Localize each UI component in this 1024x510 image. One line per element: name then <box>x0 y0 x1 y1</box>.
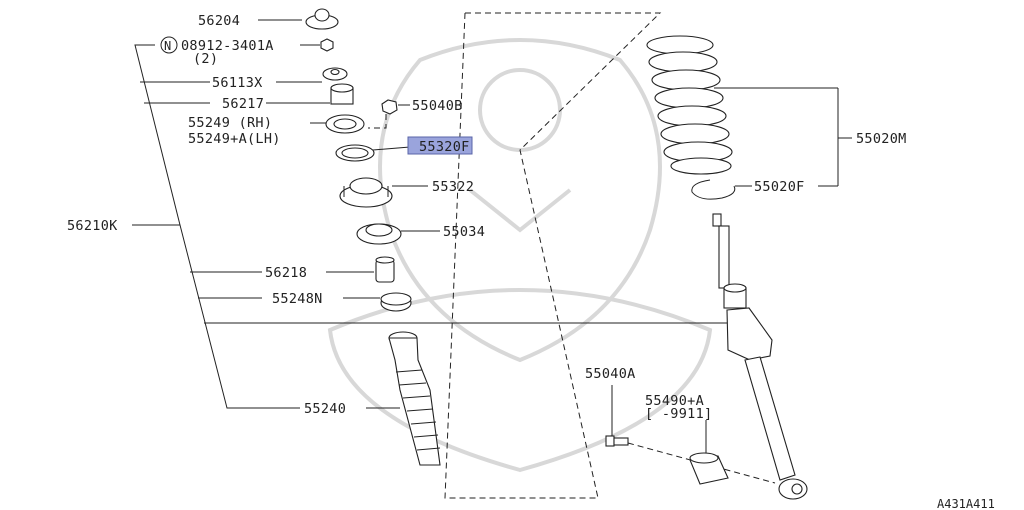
part-56204-cap <box>258 8 339 30</box>
part-55040a-bolt <box>605 385 776 484</box>
part-55240-boot <box>366 331 441 466</box>
label-56217: 56217 <box>222 96 264 112</box>
label-55248n: 55248N <box>272 291 323 307</box>
part-55040b-nut <box>368 99 410 129</box>
label-55320f[interactable]: 55320F <box>419 139 470 155</box>
label-55249-lh: 55249+A(LH) <box>188 131 281 147</box>
label-55490-range: [ -9911] <box>645 406 712 422</box>
part-55322-mount <box>339 177 428 208</box>
assembly-bracket-56210k <box>132 44 730 409</box>
part-56218-bumper <box>326 256 395 283</box>
label-55020f: 55020F <box>754 179 805 195</box>
label-56218: 56218 <box>265 265 307 281</box>
label-56204: 56204 <box>198 13 240 29</box>
part-55248n-stopper <box>343 292 412 312</box>
part-55020m-spring <box>646 35 852 186</box>
label-56113x: 56113X <box>212 75 263 91</box>
figure-code: A431A411 <box>937 497 995 510</box>
label-55040a: 55040A <box>585 366 636 382</box>
part-08912-nut <box>300 38 334 52</box>
part-55249-seat <box>310 114 365 134</box>
part-55320f-ring <box>335 144 411 162</box>
highlight-55320f[interactable] <box>407 136 473 155</box>
label-08912-3401a: 08912-3401A <box>181 38 274 54</box>
part-56217-bushing <box>266 83 354 105</box>
label-55040b: 55040B <box>412 98 463 114</box>
label-08912-qty: (2) <box>193 51 218 67</box>
n-mark-circle <box>160 36 178 54</box>
label-55020m: 55020M <box>856 131 907 147</box>
label-55240: 55240 <box>304 401 346 417</box>
part-shock-absorber <box>712 213 808 500</box>
label-55490: 55490+A <box>645 393 704 409</box>
part-55034-seat <box>356 223 440 245</box>
part-55490-bushing <box>689 420 729 485</box>
label-55322: 55322 <box>432 179 474 195</box>
label-56210k: 56210K <box>67 218 118 234</box>
part-56113x-washer <box>276 67 348 83</box>
assembly-outline <box>444 12 662 499</box>
label-55034: 55034 <box>443 224 485 240</box>
n-mark: N <box>164 39 171 53</box>
part-55020f-seat <box>691 179 838 200</box>
label-55249-rh: 55249 (RH) <box>188 115 272 131</box>
